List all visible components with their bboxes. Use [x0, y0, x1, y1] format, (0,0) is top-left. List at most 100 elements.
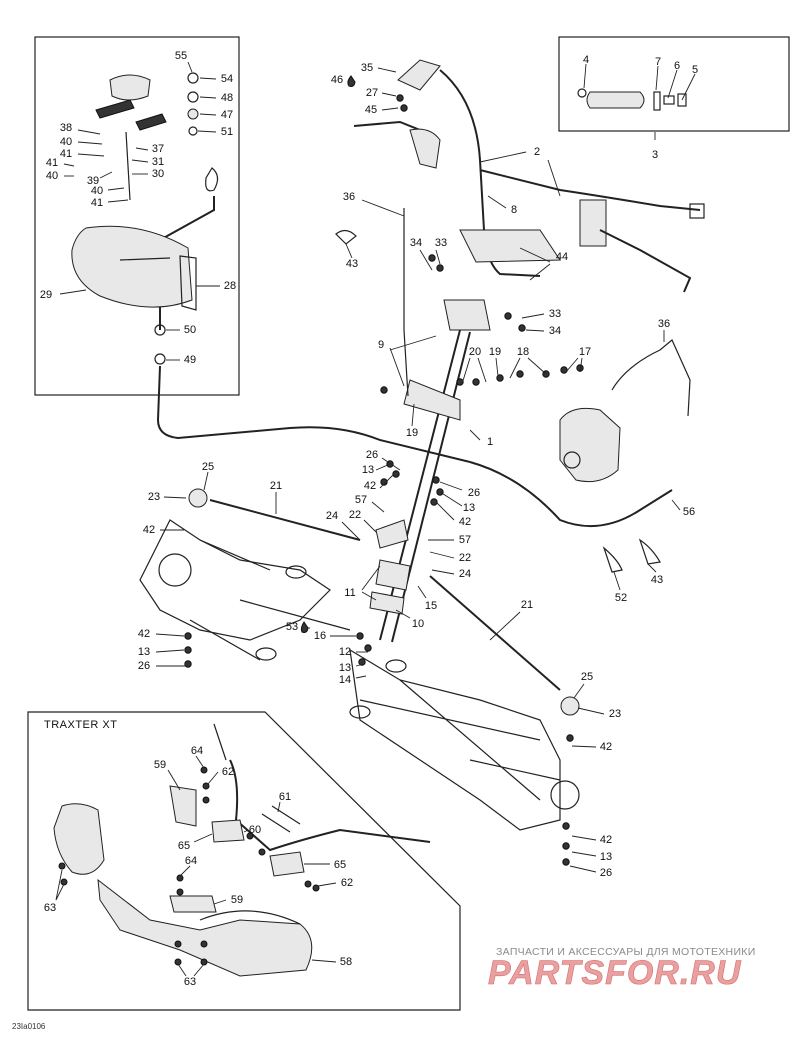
callout-33: 33	[435, 237, 447, 249]
leader-72	[199, 96, 217, 99]
xt-hardware-12	[174, 958, 182, 966]
lever-clamp	[135, 113, 167, 131]
leader-30	[163, 496, 187, 499]
callout-58: 58	[340, 956, 352, 968]
callout-57: 57	[459, 534, 471, 546]
callout-24: 24	[326, 510, 338, 522]
xt-hardware-3	[202, 796, 210, 804]
callout-25: 25	[202, 461, 214, 473]
callout-64: 64	[191, 745, 203, 757]
leader-70	[381, 107, 399, 111]
xt-hardware-14	[174, 940, 182, 948]
leader-85	[213, 899, 227, 905]
steering-column-left-edge	[379, 329, 461, 641]
handlebar-clamp-lower	[443, 299, 491, 331]
leader-84	[167, 769, 181, 791]
callout-60: 60	[249, 824, 261, 836]
callout-5: 5	[692, 64, 698, 76]
hardware-7	[184, 632, 192, 640]
leader-49	[377, 67, 397, 73]
leader-59	[63, 163, 75, 167]
callout-45: 45	[365, 104, 377, 116]
callout-42: 42	[143, 524, 155, 536]
handlebar-clamp-upper	[459, 229, 561, 263]
leader-50	[361, 199, 405, 217]
leader-89	[317, 882, 337, 887]
hardware-23	[560, 366, 568, 374]
xt-hardware-15	[200, 940, 208, 948]
column-bracket-19	[403, 379, 461, 421]
callout-59: 59	[231, 894, 243, 906]
callout-17: 17	[579, 346, 591, 358]
callout-51: 51	[221, 126, 233, 138]
leader-2	[479, 151, 561, 197]
callout-57: 57	[355, 494, 367, 506]
handguard-bracket	[179, 255, 197, 311]
callout-64: 64	[185, 855, 197, 867]
leader-68	[647, 563, 657, 573]
leader-83	[311, 959, 337, 963]
right-switch-housing	[579, 199, 607, 247]
svg-text:PARTSFOR.RU: PARTSFOR.RU	[488, 956, 742, 990]
leader-18	[355, 675, 367, 679]
callout-40: 40	[91, 185, 103, 197]
leader-29	[429, 551, 455, 559]
leader-45	[435, 249, 441, 265]
hardware-3	[380, 478, 388, 486]
handguard-logo-line	[119, 257, 171, 261]
leader-16	[355, 663, 365, 667]
xt-hardware-4	[246, 832, 254, 840]
hardware-30	[400, 104, 408, 112]
handlebar-left-rise	[439, 69, 541, 277]
sealant-drop-icon	[347, 75, 356, 87]
bolt-part-51	[188, 126, 198, 136]
callout-42: 42	[459, 516, 471, 528]
callout-23: 23	[148, 491, 160, 503]
callout-28: 28	[224, 280, 236, 292]
hardware-6	[430, 498, 438, 506]
leader-35	[573, 683, 585, 699]
hardware-25	[504, 312, 512, 320]
hardware-17	[380, 386, 388, 394]
carburetor-inlet	[563, 451, 581, 469]
callout-41: 41	[91, 197, 103, 209]
hardware-4	[432, 476, 440, 484]
leader-19	[417, 585, 427, 599]
hardware-11	[562, 822, 570, 830]
leader-48	[525, 329, 545, 332]
leader-54	[99, 171, 113, 179]
leader-7	[655, 65, 659, 91]
bearing-housing-11	[375, 559, 411, 591]
callout-19: 19	[489, 346, 501, 358]
leader-66	[571, 835, 597, 841]
clip-43-bottom	[638, 538, 661, 565]
callout-55: 55	[175, 50, 187, 62]
leader-69	[519, 247, 551, 281]
leader-37	[439, 481, 463, 491]
callout-8: 8	[511, 204, 517, 216]
leader-65	[571, 745, 597, 748]
seal-part-47	[187, 108, 199, 120]
callout-13: 13	[339, 662, 351, 674]
leader-33	[431, 569, 455, 575]
callout-48: 48	[221, 92, 233, 104]
callout-62: 62	[222, 766, 234, 778]
throttle-lever-right	[599, 229, 692, 293]
callout-31: 31	[152, 156, 164, 168]
drawing-code: 23Ia0106	[12, 1022, 46, 1031]
leader-58	[77, 153, 105, 157]
callout-59: 59	[154, 759, 166, 771]
callout-34: 34	[410, 237, 422, 249]
leader-52	[135, 147, 149, 151]
callout-44: 44	[556, 251, 568, 263]
callout-46: 46	[331, 74, 343, 86]
bushing-part-49	[154, 353, 166, 365]
leader-57	[107, 187, 125, 191]
bolt-part-6	[663, 95, 675, 105]
leader-36	[381, 457, 401, 471]
callout-13: 13	[463, 502, 475, 514]
callout-40: 40	[46, 170, 58, 182]
xt-bracket-59-lower	[169, 895, 217, 913]
hardware-13	[562, 858, 570, 866]
callout-25: 25	[581, 671, 593, 683]
